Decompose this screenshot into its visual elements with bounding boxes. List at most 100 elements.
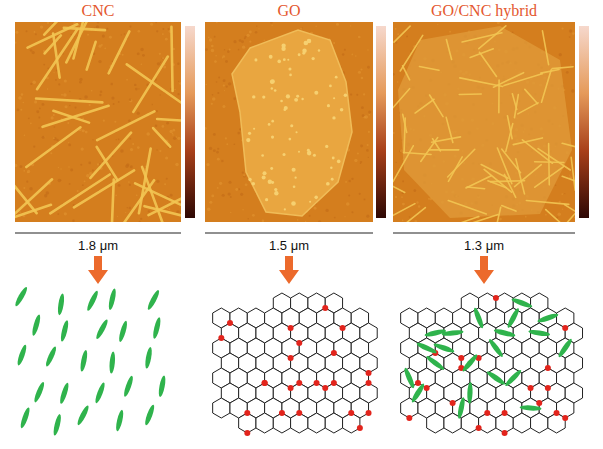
- scale-line: [205, 232, 373, 233]
- afm-noise: [344, 216, 345, 217]
- afm-noise: [64, 79, 67, 82]
- flake-dot: [274, 191, 278, 195]
- afm-noise: [177, 93, 179, 95]
- afm-noise: [393, 132, 395, 134]
- afm-noise: [214, 60, 217, 63]
- afm-noise: [574, 217, 575, 218]
- afm-noise: [233, 40, 236, 43]
- down-arrow: [88, 256, 108, 284]
- oxygen-group: [322, 385, 328, 391]
- afm-noise: [409, 216, 410, 217]
- cnc-rod: [467, 187, 485, 189]
- afm-noise: [247, 34, 250, 37]
- afm-noise: [238, 132, 241, 135]
- cnc-rod: [546, 210, 567, 222]
- flake-dot: [330, 166, 332, 168]
- afm-noise: [212, 97, 216, 101]
- cnc-rod: [142, 167, 164, 222]
- afm-noise: [156, 180, 159, 183]
- cnc-rod: [394, 26, 410, 42]
- afm-noise: [115, 195, 117, 197]
- afm-noise: [129, 138, 131, 140]
- afm-noise: [162, 57, 164, 59]
- flake-dot: [282, 153, 285, 156]
- cnc-rod: [26, 127, 80, 167]
- afm-noise: [216, 151, 219, 154]
- afm-noise: [106, 28, 108, 30]
- down-arrow: [279, 256, 299, 284]
- scale-label: 1.3 μm: [464, 238, 504, 253]
- afm-noise: [369, 114, 370, 115]
- cnc-rod: [403, 66, 410, 80]
- afm-noise: [228, 82, 231, 85]
- cnc-crystal: [95, 318, 110, 340]
- flake-dot: [277, 60, 281, 64]
- afm-noise: [117, 216, 118, 217]
- afm-noise: [334, 217, 336, 219]
- afm-noise: [18, 96, 22, 100]
- cnc-rod: [429, 149, 459, 151]
- afm-image: [0, 0, 209, 239]
- afm-noise: [146, 132, 149, 135]
- cnc-crystal: [52, 414, 62, 437]
- afm-noise: [57, 213, 59, 215]
- afm-noise: [42, 136, 45, 139]
- afm-noise: [361, 106, 364, 109]
- afm-noise: [305, 221, 306, 222]
- afm-noise: [69, 105, 70, 106]
- afm-noise: [363, 93, 365, 95]
- afm-noise: [227, 50, 230, 53]
- afm-noise: [222, 55, 225, 58]
- afm-noise: [270, 22, 272, 24]
- cnc-crystal: [461, 353, 479, 373]
- afm-noise: [69, 183, 71, 185]
- afm-noise: [229, 49, 231, 51]
- cnc-rod: [109, 31, 130, 73]
- afm-noise: [30, 49, 33, 52]
- cnc-crystal: [493, 328, 516, 338]
- afm-noise: [223, 79, 226, 82]
- afm-noise: [53, 72, 54, 73]
- cnc-rod: [502, 206, 516, 212]
- cnc-rod: [571, 157, 575, 190]
- oxygen-group: [476, 425, 482, 431]
- oxygen-group: [366, 410, 372, 416]
- afm-noise: [172, 129, 175, 132]
- cnc-rod: [504, 74, 542, 86]
- afm-noise: [569, 36, 571, 38]
- afm-noise: [393, 73, 395, 76]
- afm-noise: [82, 184, 84, 186]
- afm-noise: [56, 139, 58, 141]
- afm-noise: [32, 81, 36, 85]
- afm-noise: [217, 148, 219, 150]
- afm-noise: [137, 112, 140, 115]
- afm-noise: [134, 84, 136, 86]
- panel-title: GO: [277, 2, 300, 20]
- afm-noise: [233, 97, 236, 100]
- cnc-crystal: [487, 338, 504, 359]
- afm-noise: [561, 28, 563, 30]
- afm-noise: [86, 174, 90, 178]
- flake-dot: [302, 52, 305, 55]
- afm-noise: [211, 194, 214, 197]
- cnc-rod: [497, 148, 511, 184]
- afm-image: [204, 21, 386, 233]
- flake-dot: [265, 198, 268, 201]
- scale-line: [15, 232, 181, 233]
- afm-noise: [60, 168, 61, 169]
- carbon-ring: [427, 413, 444, 433]
- afm-noise: [160, 94, 161, 95]
- afm-noise: [87, 34, 89, 36]
- afm-noise: [26, 181, 28, 183]
- oxygen-group: [288, 355, 294, 361]
- afm-noise: [300, 27, 302, 29]
- afm-noise: [53, 137, 57, 141]
- afm-noise: [162, 33, 164, 35]
- oxygen-group: [450, 400, 456, 406]
- afm-noise: [47, 88, 48, 89]
- cnc-rod: [139, 149, 151, 214]
- flake-dot: [298, 53, 301, 56]
- flake-dot: [271, 120, 274, 123]
- oxygen-group: [562, 415, 568, 421]
- oxygen-group: [493, 295, 499, 301]
